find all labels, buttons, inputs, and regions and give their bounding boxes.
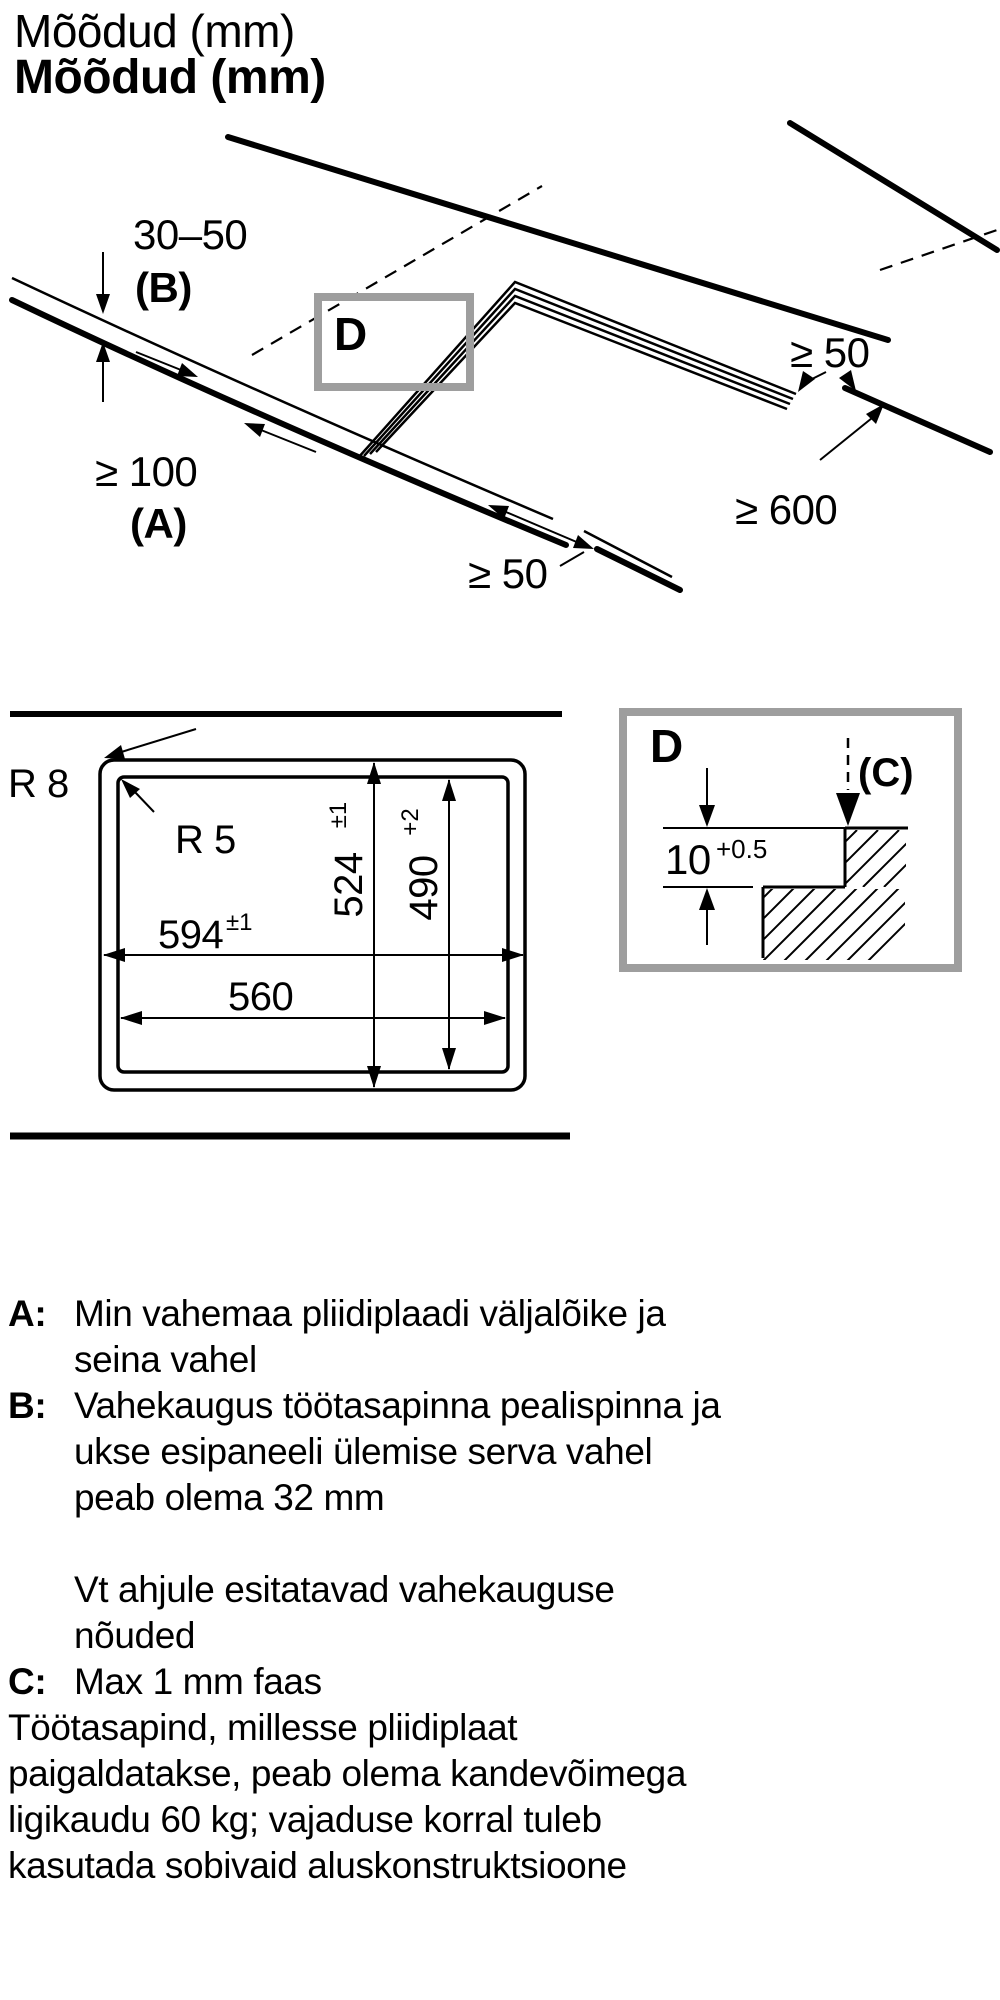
detail-d-callout-box (314, 293, 474, 391)
note-b: B: Vahekaugus töötasapinna pealispinna j… (8, 1383, 996, 1659)
dim-560-label: 560 (228, 975, 293, 1019)
note-paragraph-line: paigaldatakse, peab olema kandevõimega (8, 1753, 687, 1794)
cutout-outline (116, 775, 510, 1074)
dim-594-line (103, 948, 524, 962)
dim-wall-key: (A) (130, 500, 187, 547)
note-paragraph-line: kasutada sobivaid aluskonstruktsioone (8, 1845, 627, 1886)
dim-front-gap-arrows (488, 505, 594, 567)
radius-outer-label: R 8 (8, 762, 69, 806)
page-title-bold: Mõõdud (mm) (14, 51, 326, 104)
worktop-back-edge (225, 134, 891, 343)
dim-thickness-label: 30–50 (133, 211, 247, 258)
note-a: A: Min vahemaa pliidiplaadi väljalõike j… (8, 1291, 996, 1383)
note-a-line: Min vahemaa pliidiplaadi väljalõike ja (74, 1293, 666, 1334)
worktop-front-edge-bottom (9, 297, 683, 593)
chamfer-key-label: (C) (858, 751, 914, 795)
notes-block: A: Min vahemaa pliidiplaadi väljalõike j… (8, 1291, 996, 1889)
dim-thickness-arrows (96, 252, 110, 402)
dim-524-label: 524 (327, 852, 371, 917)
dim-wall-label: ≥ 100 (95, 448, 197, 495)
dim-560-line (120, 1011, 506, 1025)
note-b-line: ukse esipaneeli ülemise serva vahel (74, 1431, 653, 1472)
perspective-diagram: D 30–50 (B) ≥ 100 (A) ≥ 50 ≥ 50 ≥ 600 (9, 120, 1000, 597)
appliance-outline (98, 758, 527, 1092)
worktop-right-back-edge (787, 120, 1000, 253)
dim-wall-arrows (135, 351, 317, 453)
dim-depth-label: ≥ 600 (735, 486, 837, 533)
detail-label: D (650, 720, 683, 772)
step-depth-label: 10 (665, 836, 711, 883)
dim-524-tol: ±1 (325, 802, 352, 829)
section-dashed-line-right (879, 227, 1000, 272)
hatching-lower (763, 889, 905, 960)
step-profile (663, 826, 908, 958)
radius-inner-label: R 5 (175, 818, 236, 862)
note-a-line: seina vahel (74, 1339, 257, 1380)
note-b-line: Vahekaugus töötasapinna pealispinna ja (74, 1385, 721, 1426)
dim-front-gap-label: ≥ 50 (468, 550, 547, 597)
dim-thickness-key: (B) (135, 264, 192, 311)
section-dashed-line-left (251, 185, 543, 356)
note-a-key: A: (8, 1293, 47, 1334)
note-c-key: C: (8, 1661, 47, 1702)
note-b-line: Vt ahjule esitatavad vahekauguse (74, 1569, 615, 1610)
detail-d-diagram: D (C) 10 +0.5 (619, 708, 962, 972)
worktop-front-edge-top (11, 276, 673, 579)
note-paragraph: Töötasapind, millesse pliidiplaat paigal… (8, 1705, 996, 1889)
dim-490-label: 490 (402, 855, 446, 920)
note-paragraph-line: ligikaudu 60 kg; vajaduse korral tuleb (8, 1799, 602, 1840)
note-paragraph-line: Töötasapind, millesse pliidiplaat (8, 1707, 518, 1748)
note-c: C: Max 1 mm faas (8, 1659, 996, 1705)
top-view-diagram: R 8 R 5 594 ±1 560 524 ±1 490 +2 (8, 711, 570, 1140)
note-b-key: B: (8, 1385, 47, 1426)
note-b-line: peab olema 32 mm (74, 1477, 385, 1518)
note-c-line: Max 1 mm faas (74, 1661, 322, 1702)
dim-490-line (442, 779, 456, 1070)
radius-outer-leader (104, 728, 197, 759)
hatching-upper (846, 830, 906, 887)
cutout-step-lines (357, 280, 797, 459)
dim-side-gap-label: ≥ 50 (790, 329, 869, 376)
page-title-regular: Mõõdud (mm) (14, 5, 295, 57)
dim-side-gap-arrows (798, 370, 856, 392)
chamfer-arrow (836, 738, 860, 826)
note-b-spacer (74, 1521, 996, 1567)
worktop-right-front-edge (842, 385, 993, 455)
dim-594-label: 594 (158, 913, 223, 957)
detail-d-callout-label: D (334, 308, 367, 360)
dim-524-line (367, 762, 381, 1088)
dim-594-tol: ±1 (226, 909, 253, 936)
detail-frame (619, 708, 962, 972)
step-depth-tol: +0.5 (716, 834, 767, 864)
dim-490-tol: +2 (397, 808, 424, 835)
note-b-line: nõuded (74, 1615, 196, 1656)
step-depth-arrows (699, 768, 715, 945)
dim-depth-arrow (819, 404, 884, 461)
radius-inner-leader (121, 779, 155, 813)
